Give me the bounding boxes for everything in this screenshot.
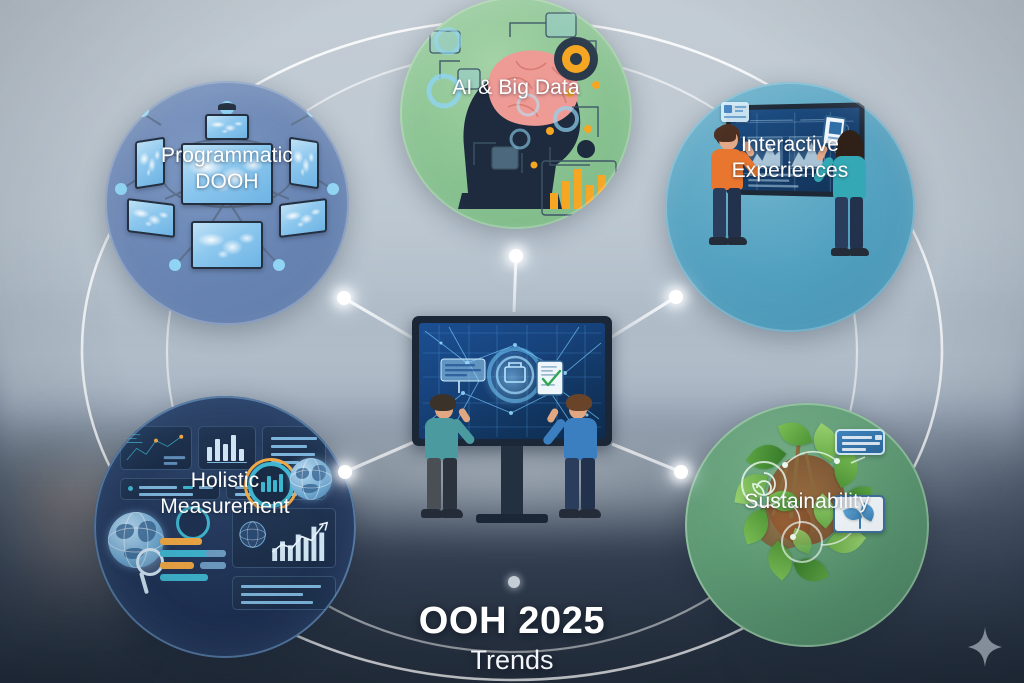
dashboard-panel-network bbox=[120, 426, 192, 470]
display-base bbox=[476, 514, 548, 523]
screen-node-bottom bbox=[191, 221, 263, 269]
tech-ring-spiral bbox=[741, 461, 787, 507]
screen-center-glow bbox=[480, 346, 544, 410]
bubble-label-holistic-measurement: Holistic Measurement bbox=[94, 468, 356, 520]
dashboard-panel-list bbox=[120, 478, 220, 500]
spiral-icon bbox=[752, 472, 776, 496]
sustainability-info-card bbox=[835, 429, 885, 455]
page-subtitle: Trends bbox=[470, 645, 554, 675]
title-block: OOH 2025 Trends bbox=[419, 600, 605, 676]
sustainability-tablet bbox=[833, 495, 885, 533]
art-brain-head-analytics bbox=[400, 0, 632, 229]
brain-shape bbox=[487, 50, 579, 126]
art-connected-screens-network bbox=[105, 81, 349, 325]
art-green-plants-digital bbox=[685, 403, 929, 647]
node-holistic bbox=[338, 465, 352, 479]
art-people-touchscreen bbox=[665, 82, 915, 332]
bubble-holistic-measurement[interactable]: Holistic Measurement bbox=[94, 396, 356, 658]
node-interactive bbox=[669, 290, 683, 304]
dashboard-panel-bars bbox=[198, 426, 256, 470]
bubble-label-sustainability: Sustainability bbox=[685, 489, 929, 515]
dashboard-panel-trend bbox=[232, 508, 336, 568]
node-programmatic bbox=[337, 291, 351, 305]
bubble-ai-big-data[interactable]: AI & Big Data bbox=[400, 0, 632, 229]
tech-ring-leaf bbox=[781, 521, 823, 563]
dashboard-panel-footer bbox=[232, 576, 336, 610]
central-display-group[interactable] bbox=[405, 316, 619, 530]
center-person-left bbox=[417, 394, 477, 524]
bubble-label-interactive-experiences: Interactive Experiences bbox=[665, 132, 915, 184]
central-display-bezel bbox=[412, 316, 612, 446]
node-ai bbox=[509, 249, 523, 263]
page-title: OOH 2025 bbox=[418, 600, 606, 642]
bubble-programmatic-dooh[interactable]: Programmatic DOOH bbox=[105, 81, 349, 325]
node-title-anchor bbox=[508, 576, 520, 588]
bubble-label-ai-big-data: AI & Big Data bbox=[400, 75, 632, 101]
screen-node-center bbox=[181, 143, 273, 205]
sparkle-icon bbox=[968, 627, 1002, 667]
wall-touchscreen bbox=[726, 102, 865, 198]
bubble-interactive-experiences[interactable]: Interactive Experiences bbox=[665, 82, 915, 332]
display-neck bbox=[501, 446, 523, 518]
bar-chart bbox=[550, 169, 606, 209]
person-left bbox=[701, 124, 762, 252]
person-right bbox=[812, 130, 877, 262]
node-sustainability bbox=[674, 465, 688, 479]
floating-info-card bbox=[721, 102, 749, 122]
ring-icon-small bbox=[176, 506, 210, 540]
center-person-right bbox=[541, 394, 605, 524]
antenna-dish bbox=[218, 103, 236, 110]
bubble-sustainability[interactable]: Sustainability bbox=[685, 403, 929, 647]
art-analytics-dashboard bbox=[94, 396, 356, 658]
globe-right bbox=[290, 458, 332, 500]
screen-node-top bbox=[205, 114, 249, 140]
bubble-label-programmatic-dooh: Programmatic DOOH bbox=[105, 143, 349, 195]
